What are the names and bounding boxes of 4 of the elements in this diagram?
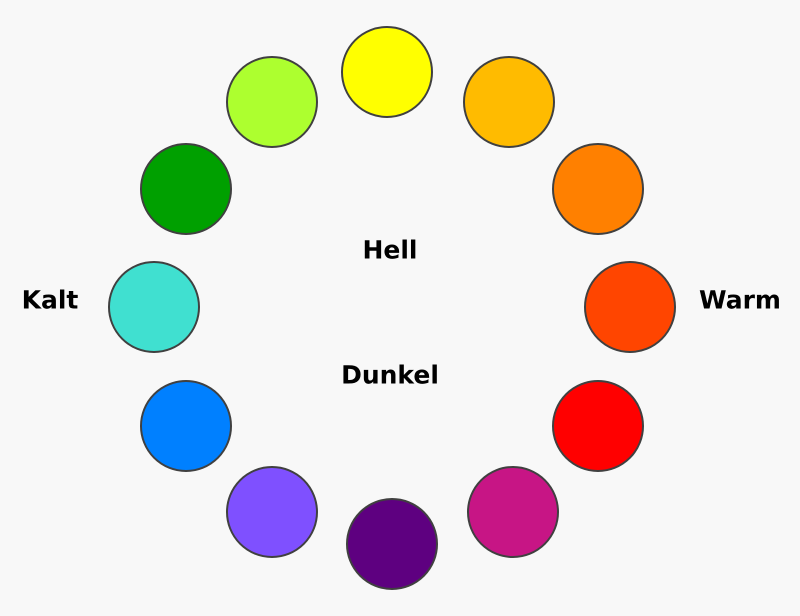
wheel-label: Hell xyxy=(362,236,418,264)
wheel-label: Kalt xyxy=(22,286,78,314)
wheel-label: Dunkel xyxy=(341,360,439,390)
wheel-label: Warm xyxy=(699,286,781,314)
